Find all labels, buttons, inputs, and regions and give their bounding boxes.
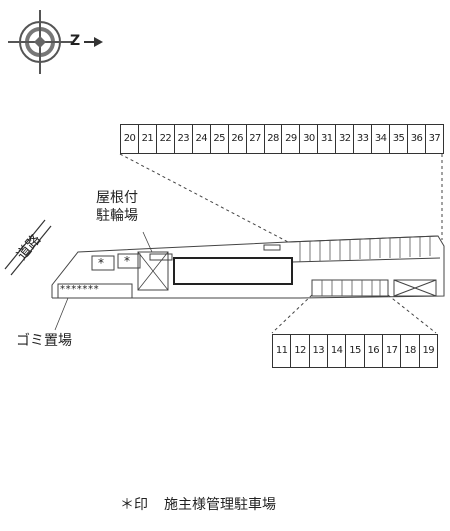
parking-space: 14 — [328, 335, 347, 367]
parking-space: 11 — [273, 335, 292, 367]
parking-space: 21 — [139, 125, 157, 153]
parking-space: 18 — [401, 335, 420, 367]
owner-mark-1: * — [98, 256, 104, 270]
owner-mark-2: * — [124, 254, 130, 268]
garbage-area — [57, 283, 133, 299]
parking-space: 19 — [422, 345, 435, 356]
parking-space: 36 — [408, 125, 426, 153]
north-arrow-icon — [84, 37, 103, 47]
parking-space: 27 — [247, 125, 265, 153]
parking-space: 31 — [318, 125, 337, 153]
parking-space: 34 — [372, 125, 391, 153]
building — [173, 257, 293, 285]
owner-mark-row: ******* — [60, 284, 100, 295]
compass-letter: Z — [70, 33, 81, 49]
parking-space: 30 — [300, 125, 319, 153]
compass-rose-icon — [8, 10, 72, 74]
parking-space: 13 — [310, 335, 328, 367]
parking-space: 35 — [390, 125, 408, 153]
parking-space: 29 — [282, 125, 301, 153]
parking-space: 28 — [265, 125, 283, 153]
legend-text: 施主様管理駐車場 — [164, 497, 276, 513]
parking-space: 22 — [157, 125, 175, 153]
parking-space: 37 — [428, 133, 441, 144]
parking-space: 16 — [365, 335, 383, 367]
parking-space: 15 — [346, 335, 365, 367]
parking-space: 20 — [121, 125, 139, 153]
bike-parking-label: 屋根付 駐輪場 — [96, 190, 138, 224]
parking-space: 33 — [354, 125, 373, 153]
legend-mark: ＊印 — [120, 497, 148, 513]
parking-space: 24 — [193, 125, 211, 153]
parking-space: 23 — [175, 125, 193, 153]
parking-space: 12 — [291, 335, 310, 367]
parking-space: 26 — [229, 125, 247, 153]
legend: ＊印施主様管理駐車場 — [120, 494, 276, 514]
parking-strip-right — [287, 235, 441, 263]
bike-parking-shelter — [137, 251, 169, 291]
parking-space: 25 — [211, 125, 229, 153]
garbage-label: ゴミ置場 — [16, 333, 72, 349]
road — [4, 219, 52, 276]
parking-space: 17 — [383, 335, 402, 367]
site-outline — [51, 235, 445, 299]
parking-space: 32 — [336, 125, 355, 153]
